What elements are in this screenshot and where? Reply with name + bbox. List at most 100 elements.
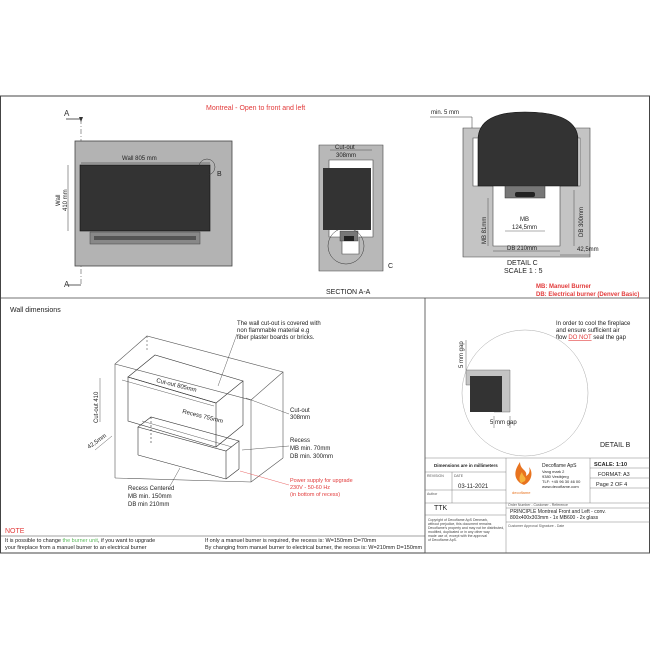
detail-b-note-3c: seal the gap bbox=[592, 335, 627, 341]
detail-c-callout bbox=[327, 227, 365, 265]
section-wall bbox=[318, 144, 384, 272]
revision-label: REVISION bbox=[427, 474, 444, 478]
detail-b-note-3: flow DO NOT seal the gap bbox=[556, 335, 627, 341]
author-label: Author bbox=[427, 492, 438, 496]
detail-b-note-1: In order to cool the fireplace bbox=[556, 321, 631, 327]
cutout-height-label: Cut-out 410 bbox=[94, 391, 100, 423]
wall-note-2: non flammable material e.g bbox=[237, 328, 309, 334]
recess-label-1: Recess bbox=[290, 438, 310, 444]
section-burner-knob bbox=[344, 236, 354, 241]
detail-b-note-2: and ensure sufficient air bbox=[556, 328, 620, 334]
approval-label: Customer Approval Signature - Date bbox=[508, 524, 564, 528]
flame-logo-icon bbox=[515, 462, 532, 485]
centered-label-3: DB min 210mm bbox=[128, 502, 169, 508]
mb-height-label: MB 81mm bbox=[482, 217, 488, 244]
copyright-5: made use of, except with the approval bbox=[428, 534, 487, 538]
wall-height-label-2: 410 mm bbox=[63, 189, 69, 211]
wall-note-3: fiber plaster boards or bricks. bbox=[237, 335, 315, 341]
section-marker-bottom: A bbox=[64, 280, 70, 289]
legend-db: DB: Electrical burner (Denver Basic) bbox=[536, 292, 639, 298]
author-value: TTK bbox=[434, 505, 448, 512]
detail-c-burner-handle bbox=[515, 192, 535, 197]
front-firebox bbox=[79, 164, 211, 232]
detail-b-marker: B bbox=[217, 171, 222, 178]
note-left-2: your fireplace from a manuel burner to a… bbox=[5, 545, 147, 551]
wall-note-1: The wall cut-out is covered with bbox=[237, 321, 321, 327]
isometric-recess bbox=[137, 416, 240, 480]
company-web: www.decoflame.com bbox=[542, 484, 579, 489]
detail-b-caption: DETAIL B bbox=[600, 442, 631, 449]
mb-width-label-2: 124,5mm bbox=[512, 225, 537, 231]
side-gap-label: 42,5mm bbox=[577, 247, 599, 253]
db-width-label: DB 210mm bbox=[507, 246, 537, 252]
detail-b-firebox-corner bbox=[470, 376, 502, 412]
section-aa-caption: SECTION A-A bbox=[326, 289, 371, 296]
copyright-2: without prejudice, this document remains bbox=[428, 522, 492, 526]
cutout-depth-label-2: 308mm bbox=[290, 415, 310, 421]
power-label-2: 230V - 50-60 Hz bbox=[290, 485, 330, 491]
recess-leader bbox=[241, 445, 290, 451]
scale-value: SCALE: 1:10 bbox=[594, 462, 627, 468]
wall-height-label-1: Wall bbox=[56, 195, 62, 206]
date-value: 03-11-2021 bbox=[458, 484, 489, 490]
isometric-cutout bbox=[127, 354, 244, 448]
copyright-4: modified, duplicated or in any other way bbox=[428, 530, 490, 534]
wall-dimensions-title: Wall dimensions bbox=[10, 307, 61, 314]
section-marker-top: A bbox=[64, 109, 70, 118]
section-firebox bbox=[323, 168, 371, 230]
detail-c-caption-2: SCALE 1 : 5 bbox=[504, 268, 543, 275]
logo-text: decoflame bbox=[512, 490, 531, 495]
db-height-label: DB 300mm bbox=[579, 207, 585, 237]
recess-width-label: Recess 755mm bbox=[182, 409, 224, 425]
detail-b-gap-vertical-label: 5 mm gap bbox=[459, 341, 465, 368]
description-1: PRINCIPLE Montreal Front and Left - conv… bbox=[510, 509, 606, 515]
centered-leader bbox=[169, 467, 181, 487]
wall-width-label: Wall 805 mm bbox=[122, 156, 157, 162]
title-block-grid bbox=[424, 457, 650, 554]
note-heading: NOTE bbox=[5, 528, 25, 535]
detail-b-gap-horizontal-label: 5 mm gap bbox=[490, 420, 517, 426]
detail-b-callout bbox=[198, 158, 216, 176]
copyright-6: of Decoflame ApS. bbox=[428, 538, 457, 542]
company-address-2: 9380 Vestbjerg bbox=[542, 474, 569, 479]
section-arrow-top bbox=[79, 117, 83, 122]
isometric-wall bbox=[114, 335, 284, 483]
power-leader bbox=[239, 470, 290, 486]
company-address-1: Vang mark 2 bbox=[542, 469, 565, 474]
order-header: Order Number - Customer - Reference bbox=[508, 503, 568, 507]
section-cutout-label-2: 308mm bbox=[336, 153, 356, 159]
power-label-1: Power supply for upgrade bbox=[290, 478, 353, 484]
note-left-1: It is possible to change the burner unit… bbox=[5, 538, 155, 544]
front-view-title: Montreal - Open to front and left bbox=[206, 105, 305, 112]
power-label-3: (in bottom of recess) bbox=[290, 492, 340, 498]
description-2: 800x400x303mm - 1x MB600 - 2x glass bbox=[510, 515, 599, 521]
format-value: FORMAT: A3 bbox=[598, 472, 630, 478]
section-cutout-label-1: Cut-out bbox=[335, 145, 355, 151]
cutout-depth-leader bbox=[245, 397, 290, 415]
page-value: Page 2 OF 4 bbox=[596, 482, 627, 488]
cutout-width-dimension bbox=[121, 379, 215, 407]
detail-c-caption-1: DETAIL C bbox=[507, 260, 538, 267]
legend-mb: MB: Manuel Burner bbox=[536, 284, 592, 290]
front-burner-slot bbox=[94, 236, 196, 240]
mb-width-label-1: MB bbox=[520, 217, 529, 223]
detail-b-circle bbox=[461, 329, 589, 457]
wall-note-leader bbox=[217, 333, 238, 387]
cutout-depth-label-1: Cut-out bbox=[290, 408, 310, 414]
recess-label-2: MB min. 70mm bbox=[290, 446, 330, 452]
note-left-1a: It is possible to change bbox=[5, 538, 62, 544]
centered-label-1: Recess Centered bbox=[128, 486, 174, 492]
centered-label-2: MB min. 150mm bbox=[128, 494, 172, 500]
copyright-1: Copyright of Decoflame ApS Denmark, bbox=[428, 518, 488, 522]
detail-c-marker: C bbox=[388, 263, 393, 270]
company-phone: TLF: +45 96 30 46 00 bbox=[542, 479, 581, 484]
depth-left-dimension bbox=[94, 435, 113, 451]
note-right-1: If only a manuel burner is required, the… bbox=[205, 538, 377, 544]
copyright-3: Decoflame's property and may not be dist… bbox=[428, 526, 504, 530]
detail-c-firebox bbox=[477, 111, 579, 187]
dims-note: Dimensions are in millimeters bbox=[434, 463, 498, 468]
date-label: DATE bbox=[454, 474, 464, 478]
company-name: Decoflame ApS bbox=[542, 463, 577, 469]
detail-b-note-3a: flow bbox=[556, 335, 568, 341]
